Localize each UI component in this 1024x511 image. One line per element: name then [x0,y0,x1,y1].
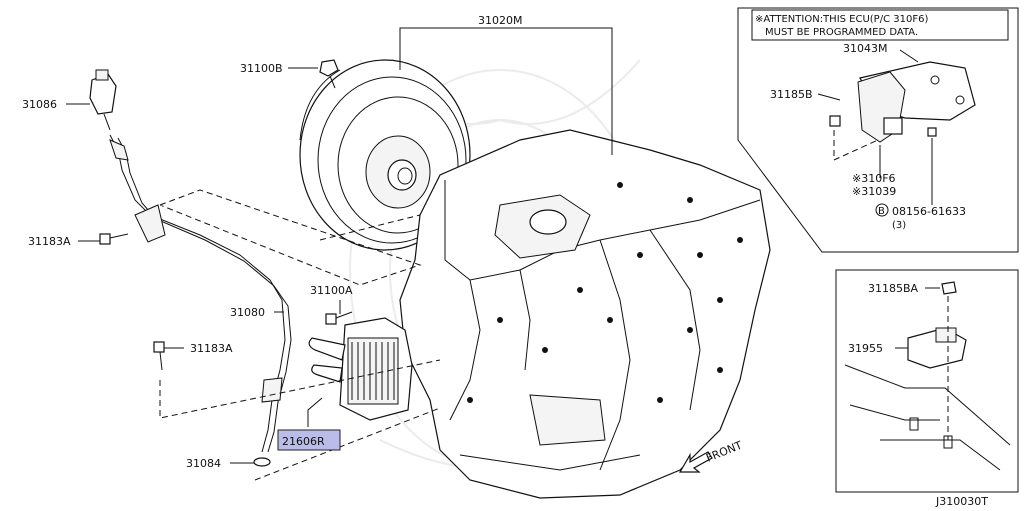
o-ring[interactable] [253,457,271,467]
bolt-31100b[interactable] [319,59,339,89]
transaxle-case[interactable] [399,129,771,499]
bolt-31183a-lower[interactable] [153,341,165,371]
figure-code: J310030T [935,495,988,508]
attention-line-1: ※ATTENTION:THIS ECU(P/C 310F6) [755,14,928,25]
label-ecu-bolt-circle: B [878,206,885,217]
ecu-bolt[interactable] [829,115,937,137]
cooler-highlight [277,429,341,451]
label-dipstick-sensor[interactable]: 31086 [22,98,57,111]
label-sensor-nut[interactable]: 31185BA [868,282,919,295]
label-ecu-pc2[interactable]: ※31039 [852,185,896,198]
circle-b-icon [875,203,889,217]
label-bolt-lower[interactable]: 31183A [190,342,233,355]
label-cooler[interactable]: 21606R [282,435,325,448]
bolt-31183a-upper[interactable] [99,233,129,245]
label-bolt-left[interactable]: 31183A [28,235,71,248]
label-ecu-bolt-qty: (3) [892,220,906,231]
sensor-inset [835,269,1019,493]
label-tube[interactable]: 31080 [230,306,265,319]
bolt-31100a[interactable] [325,311,353,325]
label-bolt-top[interactable]: 31100B [240,62,283,75]
label-ecu-bolt[interactable]: 31185B [770,88,813,101]
label-o-ring[interactable]: 31084 [186,457,221,470]
label-sensor[interactable]: 31955 [848,342,883,355]
fill-tube[interactable] [109,134,292,453]
label-ecu-pc1[interactable]: ※310F6 [852,172,896,185]
dashed-guide-lines [159,189,441,481]
leader-lines [66,27,613,464]
label-ecu-bolt-code[interactable]: 08156-61633 [892,205,966,218]
speed-sensor[interactable] [907,327,967,369]
attention-line-2: MUST BE PROGRAMMED DATA. [765,27,918,38]
sensor-nut[interactable] [941,281,957,295]
front-arrow-icon [678,451,713,473]
ecu-inset [737,7,1019,253]
label-front: FRONT [704,439,744,465]
label-transaxle[interactable]: 31020M [478,14,522,27]
dipstick-sensor[interactable] [89,69,117,131]
label-bolt-mid[interactable]: 31100A [310,284,353,297]
oil-cooler[interactable] [308,317,413,421]
ecu-bracket[interactable] [857,61,976,143]
label-ecu-bracket[interactable]: 31043M [843,42,887,55]
